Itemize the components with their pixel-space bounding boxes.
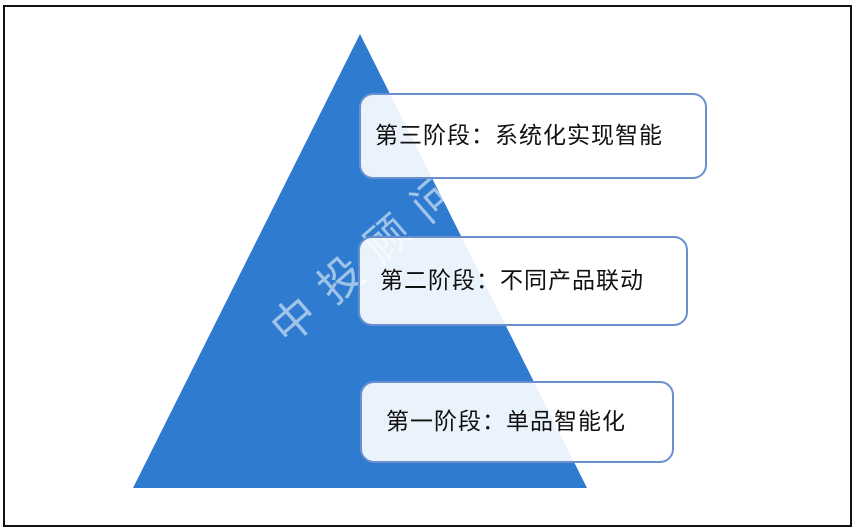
stage-3-label: 第三阶段：系统化实现智能 <box>375 122 663 149</box>
stage-2-box: 第二阶段：不同产品联动 <box>358 236 688 326</box>
stage-2-label: 第二阶段：不同产品联动 <box>380 267 644 294</box>
stage-1-box: 第一阶段：单品智能化 <box>360 381 674 463</box>
stage-3-box: 第三阶段：系统化实现智能 <box>359 93 707 179</box>
stage-1-label: 第一阶段：单品智能化 <box>386 408 626 435</box>
